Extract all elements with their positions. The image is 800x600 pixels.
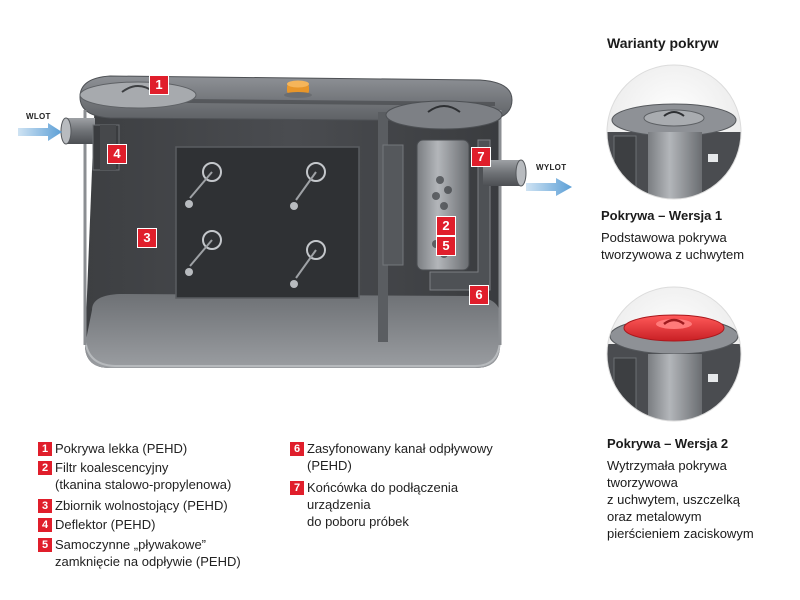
legend-badge: 6 bbox=[289, 441, 305, 457]
legend-text: Samoczynne „pływakowe” bbox=[55, 537, 207, 552]
variant2-illustration bbox=[606, 286, 742, 422]
legend-text: Zbiornik wolnostojący (PEHD) bbox=[55, 498, 228, 513]
legend-badge: 2 bbox=[37, 460, 53, 476]
legend-text: Deflektor (PEHD) bbox=[55, 517, 156, 532]
variant2-line-3: z uchwytem, uszczelką bbox=[607, 492, 740, 507]
variant2-line-1: Wytrzymała pokrywa bbox=[607, 458, 727, 473]
variants-title: Warianty pokryw bbox=[607, 35, 719, 51]
legend-badge: 5 bbox=[37, 537, 53, 553]
marker-7: 7 bbox=[471, 147, 491, 167]
marker-6: 6 bbox=[469, 285, 489, 305]
legend-text: Pokrywa lekka (PEHD) bbox=[55, 441, 188, 456]
legend-badge: 4 bbox=[37, 517, 53, 533]
marker-5: 5 bbox=[436, 236, 456, 256]
legend-text: do poboru próbek bbox=[307, 514, 409, 529]
variant2-title: Pokrywa – Wersja 2 bbox=[607, 436, 729, 451]
variant1-illustration bbox=[606, 64, 742, 200]
outlet-arrow bbox=[526, 178, 572, 196]
filter-plate bbox=[175, 146, 360, 299]
variant1-line-1: Podstawowa pokrywa bbox=[601, 230, 727, 245]
inlet-label: WLOT bbox=[26, 112, 51, 121]
filter-chamber-opening bbox=[385, 100, 503, 130]
inlet-arrow bbox=[18, 123, 62, 141]
variant2-line-2: tworzywowa bbox=[607, 475, 678, 490]
tank-floor bbox=[85, 294, 500, 368]
marker-4: 4 bbox=[107, 144, 127, 164]
variant1-title: Pokrywa – Wersja 1 bbox=[601, 208, 723, 223]
marker-3: 3 bbox=[137, 228, 157, 248]
legend-text: zamknięcie na odpływie (PEHD) bbox=[55, 554, 241, 569]
legend-badge: 1 bbox=[37, 441, 53, 457]
plate-pulleys bbox=[185, 162, 326, 288]
legend-text: Filtr koalescencyjny bbox=[55, 460, 169, 475]
legend-badge: 3 bbox=[37, 498, 53, 514]
outlet-label: WYLOT bbox=[536, 163, 567, 172]
separator-tank-illustration bbox=[18, 75, 572, 368]
legend-text: urządzenia bbox=[307, 497, 371, 512]
legend-text: Końcówka do podłączenia bbox=[307, 480, 459, 495]
marker-2: 2 bbox=[436, 216, 456, 236]
variant2-line-4: oraz metalowym bbox=[607, 509, 702, 524]
legend-text: Zasyfonowany kanał odpływowy bbox=[307, 441, 493, 456]
marker-1: 1 bbox=[149, 75, 169, 95]
variant1-line-2: tworzywowa z uchwytem bbox=[601, 247, 745, 262]
legend-text: (PEHD) bbox=[307, 458, 352, 473]
variant2-line-5: pierścieniem zaciskowym bbox=[607, 526, 754, 541]
legend-text: (tkanina stalowo-propylenowa) bbox=[55, 477, 232, 492]
legend-badge: 7 bbox=[289, 480, 305, 496]
